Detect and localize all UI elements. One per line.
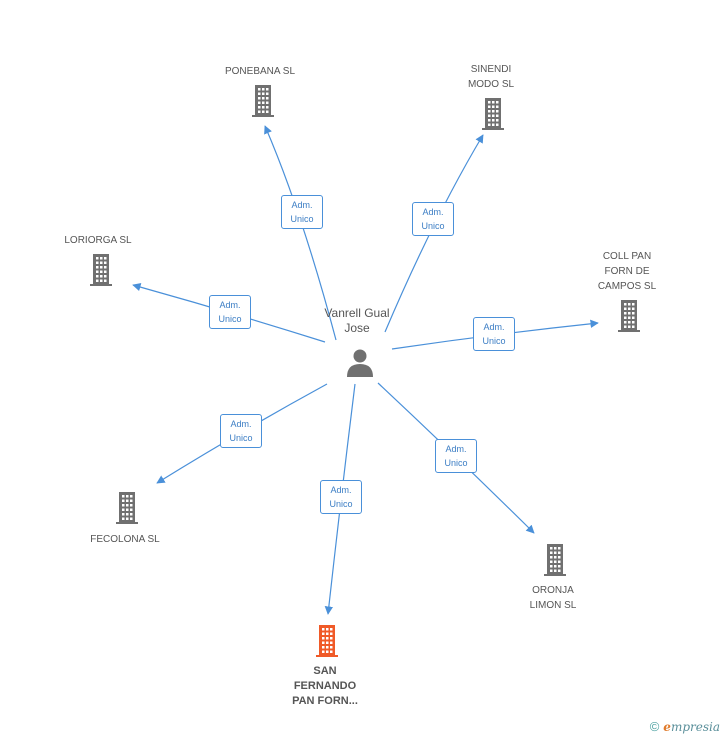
building-icon-sanfernando[interactable]: [316, 625, 338, 657]
company-label-coll[interactable]: COLL PAN FORN DE CAMPOS SL: [597, 251, 657, 292]
edge-label-coll[interactable]: Adm. Unico: [473, 317, 515, 351]
person-icon[interactable]: [347, 349, 373, 378]
building-icon-coll[interactable]: [618, 300, 640, 332]
edge-label-sinendi[interactable]: Adm. Unico: [412, 202, 454, 236]
company-label-oronja[interactable]: ORONJA LIMON SL: [529, 585, 577, 611]
edge-label-sanfernando[interactable]: Adm. Unico: [320, 480, 362, 514]
building-icon-oronja[interactable]: [544, 544, 566, 576]
company-label-ponebana[interactable]: PONEBANA SL: [224, 66, 296, 77]
edge-label-loriorga[interactable]: Adm. Unico: [209, 295, 251, 329]
building-icon-sinendi[interactable]: [482, 98, 504, 130]
edge-label-oronja[interactable]: Adm. Unico: [435, 439, 477, 473]
company-label-sanfernando[interactable]: SAN FERNANDO PAN FORN...: [292, 665, 358, 707]
company-label-sinendi[interactable]: SINENDI MODO SL: [467, 64, 515, 90]
person-label[interactable]: Vanrell Gual Jose: [324, 306, 390, 335]
edge-label-fecolona[interactable]: Adm. Unico: [220, 414, 262, 448]
building-icon-loriorga[interactable]: [90, 254, 112, 286]
company-label-fecolona[interactable]: FECOLONA SL: [90, 534, 160, 545]
company-label-loriorga[interactable]: LORIORGA SL: [64, 235, 132, 246]
building-icon-fecolona[interactable]: [116, 492, 138, 524]
copyright-icon: ©: [649, 719, 660, 734]
building-icon-ponebana[interactable]: [252, 85, 274, 117]
edge-label-ponebana[interactable]: Adm. Unico: [281, 195, 323, 229]
brand-logo[interactable]: empresia: [663, 719, 720, 734]
brand-footer: © empresia: [650, 719, 720, 734]
